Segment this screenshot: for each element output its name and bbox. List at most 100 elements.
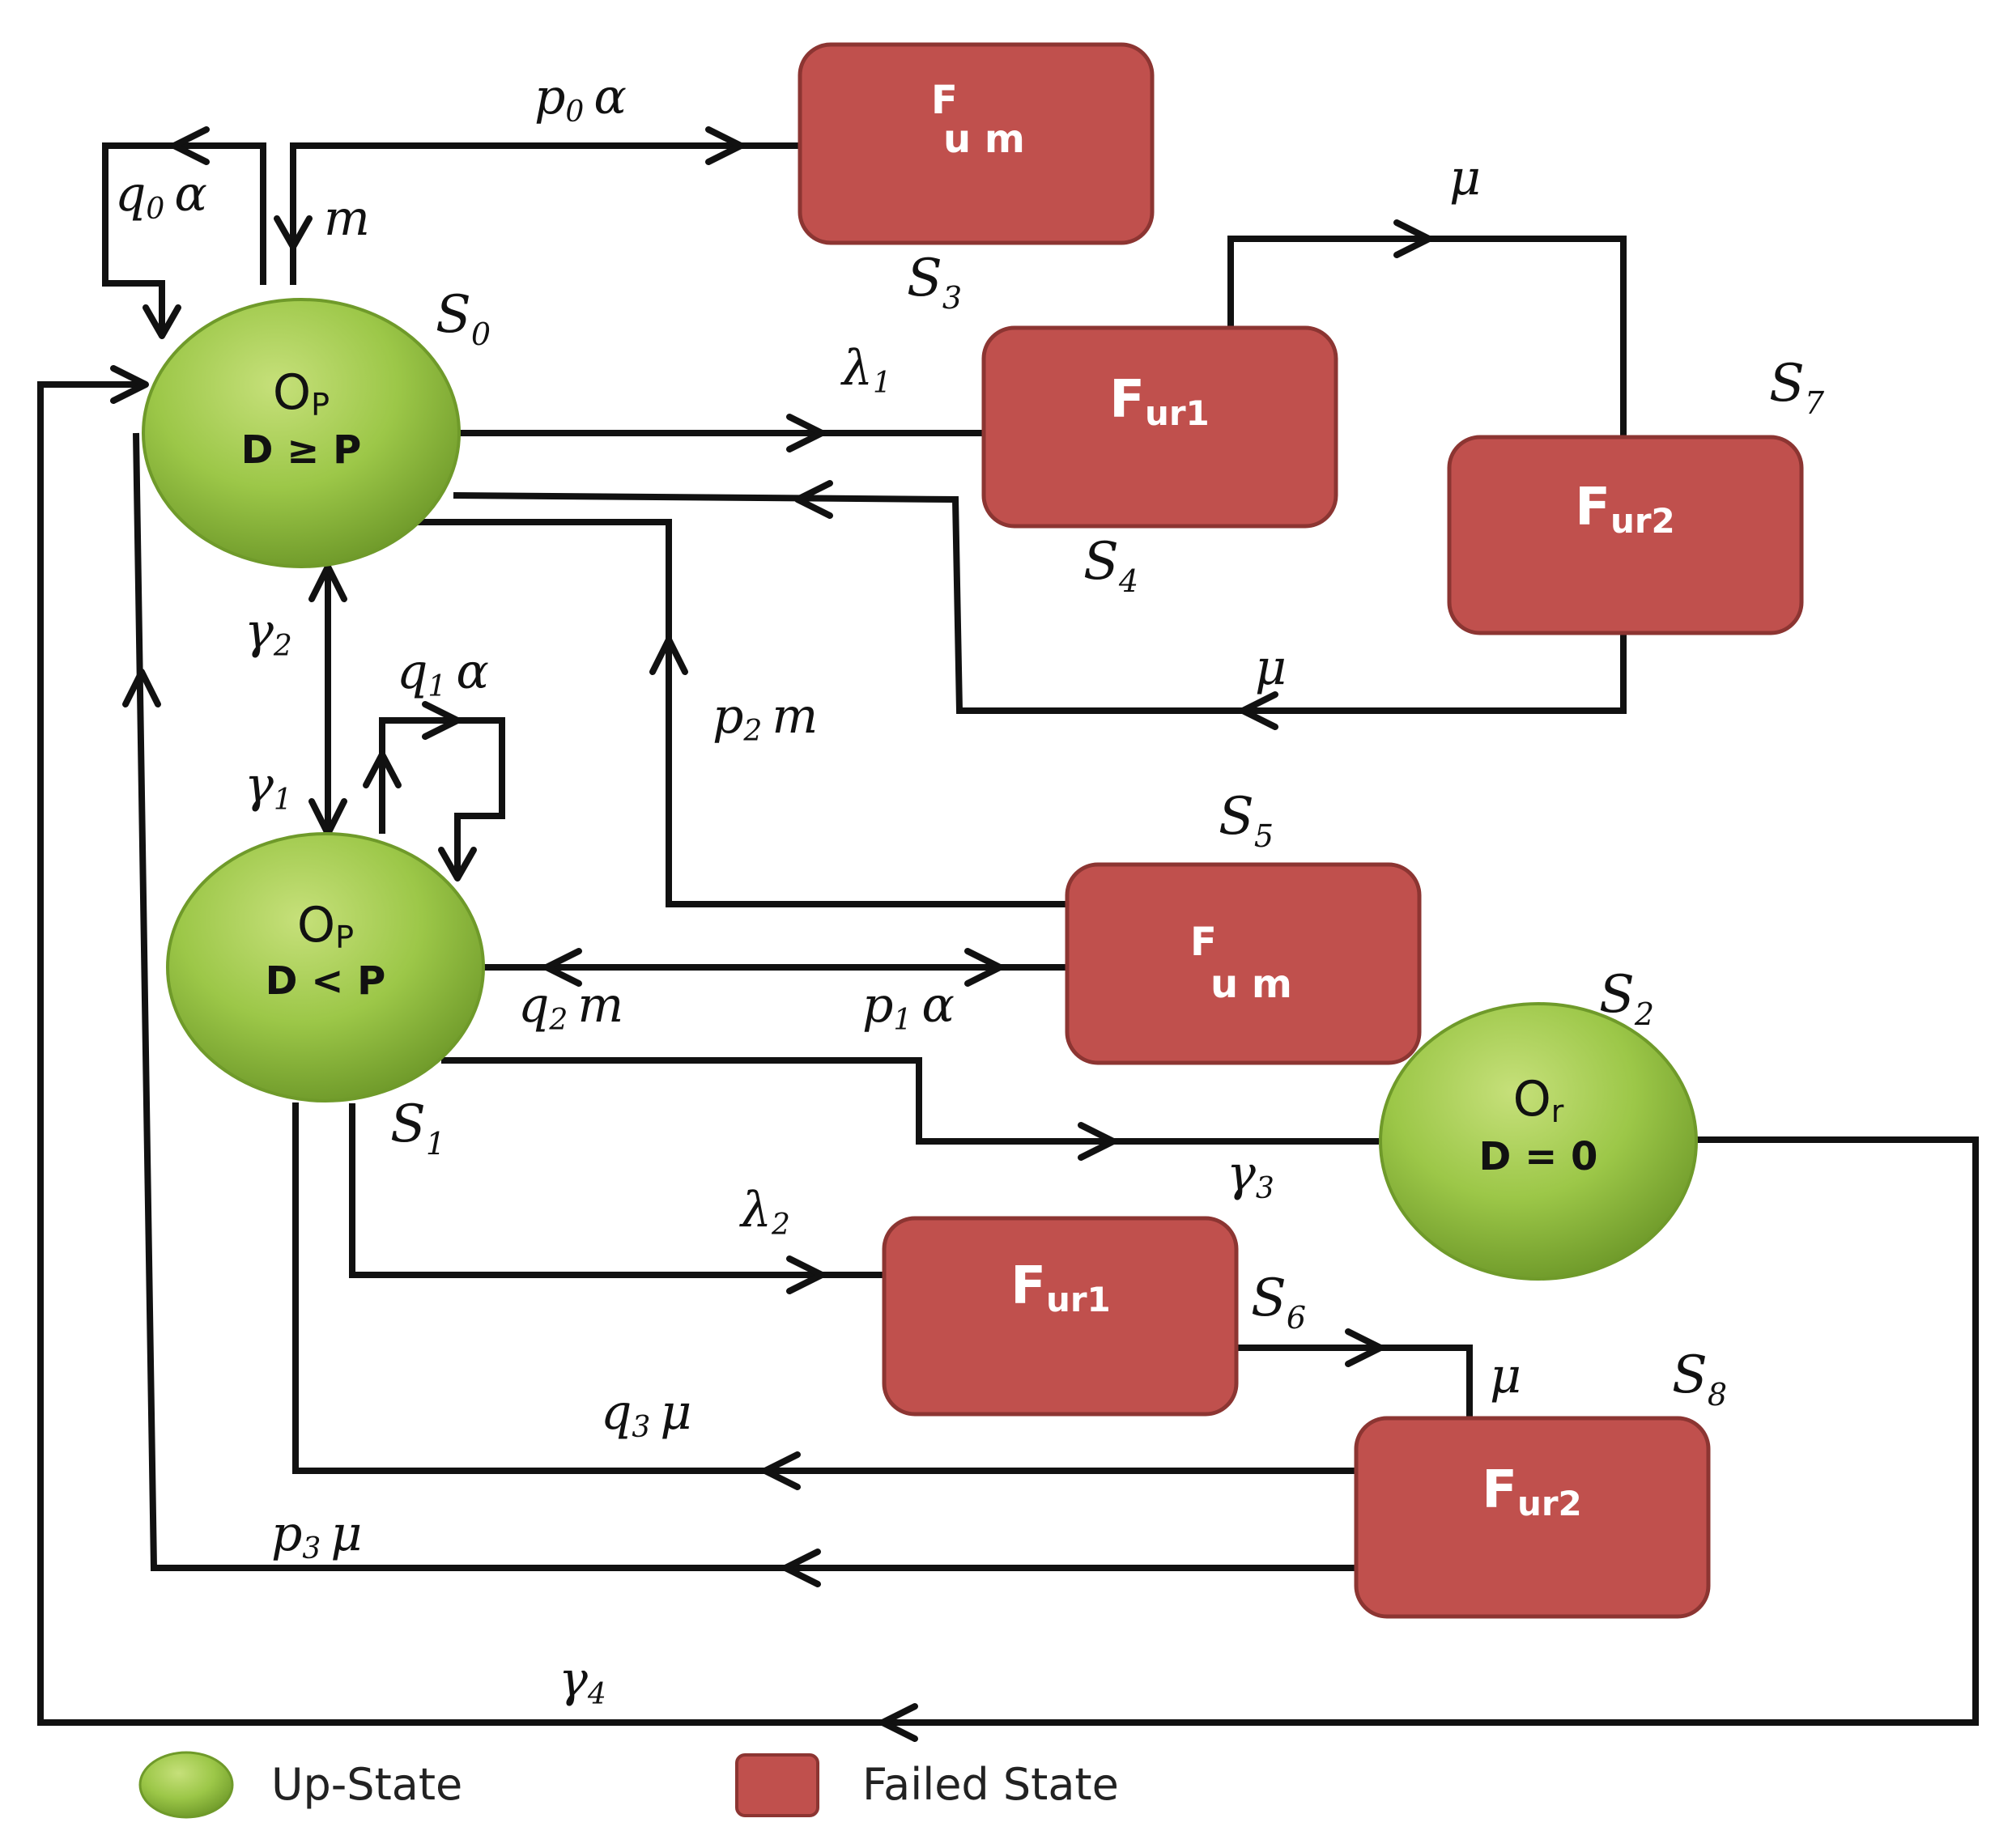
state-label-s0: S0 bbox=[436, 285, 491, 352]
label-lambda1: λ1 bbox=[840, 340, 891, 400]
label-gamma4: γ4 bbox=[559, 1651, 606, 1711]
arrowhead-left bbox=[782, 1548, 821, 1587]
legend-failed-state-label: Failed State bbox=[862, 1759, 1119, 1810]
arrowhead-right bbox=[786, 414, 825, 452]
edge-s8-s1 bbox=[292, 1102, 1356, 1474]
up-state-node-s1 bbox=[166, 832, 485, 1102]
arrowhead-right bbox=[110, 365, 149, 404]
state-label-s3: S3 bbox=[907, 249, 962, 316]
label-m: m bbox=[324, 190, 370, 247]
node-s2: Or D = 0 bbox=[1379, 1002, 1698, 1281]
label-mu-s4-s7: μ bbox=[1449, 150, 1481, 206]
legend-up-state-swatch bbox=[138, 1751, 234, 1819]
arrowhead-right bbox=[705, 126, 744, 165]
arrowhead-up bbox=[649, 636, 688, 675]
edges bbox=[37, 142, 1979, 1726]
node-s5-title: F bbox=[1190, 920, 1217, 965]
node-s8-title: Fur2 bbox=[1482, 1460, 1582, 1523]
edge-s1-s6 bbox=[349, 1103, 884, 1278]
arrowhead-up bbox=[308, 563, 347, 602]
arrowheads bbox=[110, 126, 1432, 1742]
state-label-s1: S1 bbox=[390, 1094, 445, 1162]
edge-s5-s0 bbox=[417, 519, 1067, 907]
state-labels: S0 S1 S2 S3 S4 S5 S6 S7 S8 bbox=[390, 249, 1825, 1413]
arrowhead-down bbox=[142, 304, 181, 339]
node-s0-title: OP bbox=[273, 364, 330, 423]
failed-state-node-s5 bbox=[1065, 862, 1422, 1065]
node-s3-title: F bbox=[931, 78, 958, 123]
edge-s8-s0 bbox=[133, 432, 1356, 1571]
arrowhead-right bbox=[1078, 1122, 1117, 1161]
arrowhead-left bbox=[879, 1703, 918, 1742]
node-s4-title: Fur1 bbox=[1109, 370, 1210, 433]
node-s5-subtitle: u m bbox=[1210, 962, 1292, 1007]
legend-up-state-label: Up-State bbox=[271, 1759, 462, 1810]
state-label-s4: S4 bbox=[1083, 532, 1138, 599]
up-state-node-s0 bbox=[142, 298, 461, 568]
arrowhead-right bbox=[964, 948, 1003, 987]
node-s7: Fur2 bbox=[1447, 435, 1804, 635]
label-lambda2: λ2 bbox=[739, 1182, 790, 1242]
node-s2-title: Or bbox=[1513, 1071, 1564, 1129]
arrowhead-right bbox=[1345, 1328, 1384, 1367]
node-s4: Fur1 bbox=[981, 325, 1338, 529]
node-s6-title: Fur1 bbox=[1010, 1256, 1111, 1319]
edge-s7-s0 bbox=[453, 492, 1627, 714]
up-state-node-s2 bbox=[1379, 1002, 1698, 1281]
arrowhead-right bbox=[422, 701, 461, 740]
edge-s1-s2 bbox=[441, 1057, 1379, 1145]
node-s1: OP D < P bbox=[166, 832, 485, 1102]
label-gamma2: γ2 bbox=[245, 603, 292, 663]
state-label-s8: S8 bbox=[1672, 1345, 1727, 1413]
edge-s1-self-loop bbox=[379, 717, 505, 878]
arrowhead-left bbox=[543, 948, 582, 987]
label-mu-s6-s8: μ bbox=[1490, 1348, 1521, 1404]
node-s1-title: OP bbox=[297, 897, 354, 955]
edge-s6-s8 bbox=[1236, 1345, 1473, 1418]
node-s1-condition: D < P bbox=[266, 958, 386, 1004]
node-s6: Fur1 bbox=[882, 1216, 1239, 1417]
arrowhead-up bbox=[363, 751, 402, 788]
arrowhead-right bbox=[1393, 219, 1432, 258]
node-s8: Fur2 bbox=[1354, 1416, 1711, 1619]
failed-state-node-s7 bbox=[1447, 435, 1804, 635]
arrowhead-left bbox=[762, 1451, 801, 1490]
arrowhead-down bbox=[438, 847, 477, 882]
state-label-s7: S7 bbox=[1769, 354, 1825, 421]
node-s2-condition: D = 0 bbox=[1479, 1134, 1598, 1179]
node-s7-title: Fur2 bbox=[1575, 478, 1675, 541]
label-gamma1: γ1 bbox=[245, 757, 292, 817]
failed-state-node-s3 bbox=[798, 42, 1155, 245]
node-s3: F u m bbox=[798, 42, 1155, 245]
arrowhead-left bbox=[1240, 691, 1278, 730]
arrowhead-down bbox=[274, 215, 313, 250]
label-mu-s7-s0: μ bbox=[1255, 639, 1287, 696]
failed-state-node-s8 bbox=[1354, 1416, 1711, 1619]
legend: Up-State Failed State bbox=[138, 1751, 1119, 1819]
arrowhead-left bbox=[171, 126, 210, 165]
arrowhead-left bbox=[794, 480, 833, 519]
legend-failed-state-swatch bbox=[735, 1753, 819, 1817]
label-gamma3: γ3 bbox=[1227, 1145, 1274, 1205]
arrowhead-right bbox=[786, 1255, 825, 1294]
arrowhead-up bbox=[122, 669, 161, 707]
failed-state-node-s6 bbox=[882, 1216, 1239, 1417]
node-s0-condition: D ≥ P bbox=[241, 427, 362, 473]
node-s5: F u m bbox=[1065, 862, 1422, 1065]
state-label-s5: S5 bbox=[1219, 787, 1274, 854]
node-s0: OP D ≥ P bbox=[142, 298, 461, 568]
failed-state-node-s4 bbox=[981, 325, 1338, 529]
state-label-s6: S6 bbox=[1251, 1268, 1306, 1336]
edge-s2-s0 bbox=[37, 381, 1979, 1726]
edge-s0-self-loop bbox=[102, 142, 266, 336]
